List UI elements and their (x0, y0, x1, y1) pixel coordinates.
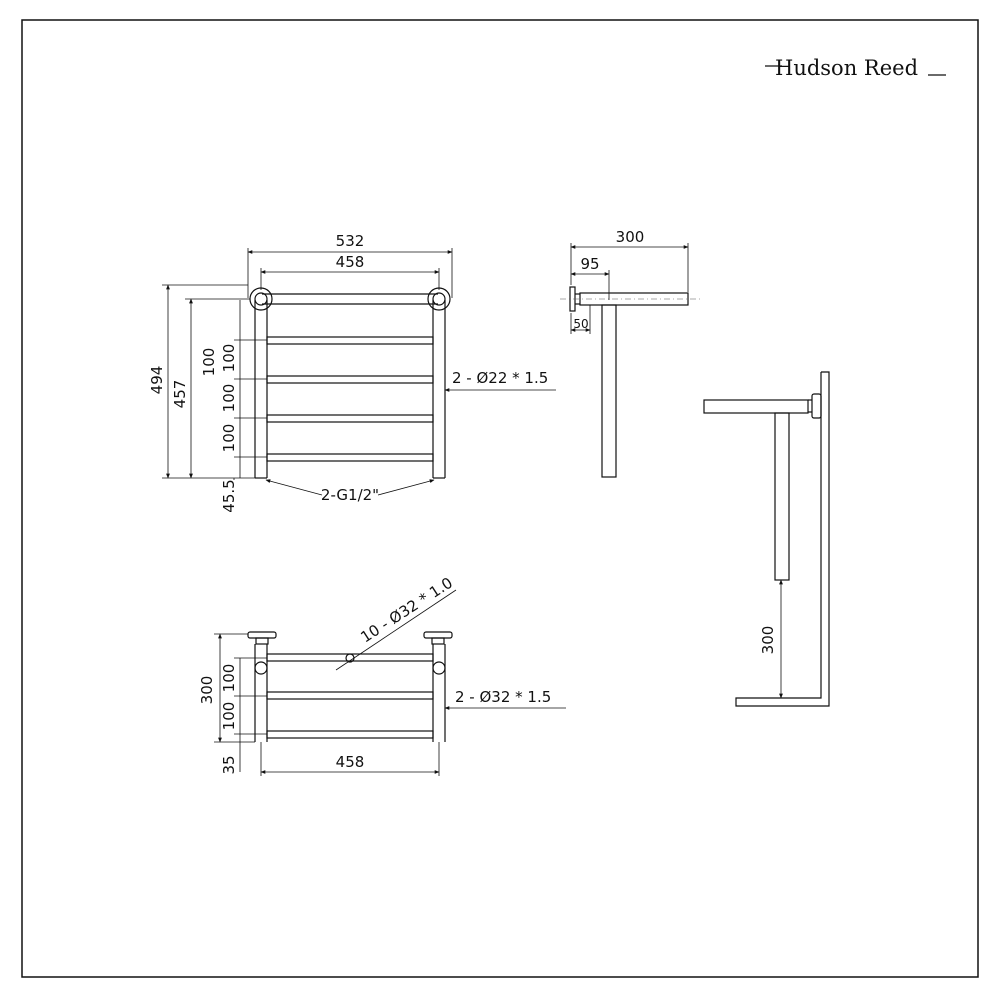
plan-rail-spec: 2 - Ø32 * 1.5 (455, 688, 551, 706)
front-overall-width: 532 (336, 232, 365, 250)
sheet-border (21, 19, 979, 978)
front-rail-spec: 2 - Ø22 * 1.5 (452, 369, 548, 387)
front-spacing-1: 100 (220, 344, 238, 373)
front-view: 532 458 494 457 100 100 100 100 45.5 (148, 232, 556, 513)
brand-logo: Hudson Reed (765, 56, 946, 80)
plan-spacing-1: 100 (220, 664, 238, 693)
plan-end-offset: 35 (220, 755, 238, 774)
side-total-depth: 300 (616, 228, 645, 246)
side-bracket-depth: 50 (573, 317, 588, 331)
plan-depth: 300 (198, 676, 216, 705)
front-spacing-4: 100 (200, 348, 218, 377)
brand-name: Hudson Reed (775, 56, 918, 80)
side-view: 300 95 50 (560, 228, 700, 478)
front-centres-height: 457 (171, 380, 189, 409)
front-spacing-2: 100 (220, 384, 238, 413)
front-overall-height: 494 (148, 366, 166, 395)
plan-width: 458 (336, 753, 365, 771)
side-bracket-offset: 95 (580, 255, 599, 273)
plan-spacing-2: 100 (220, 702, 238, 731)
plan-bar-spec: 10 - Ø32 * 1.0 (357, 574, 456, 647)
front-bottom-offset: 45.5 (220, 479, 238, 512)
plan-view: 300 100 100 35 458 10 - Ø32 * 1.0 2 - Ø3… (198, 574, 566, 776)
installed-floor-clearance: 300 (759, 626, 777, 655)
front-spacing-3: 100 (220, 424, 238, 453)
front-centres-width: 458 (336, 253, 365, 271)
front-inlet-spec: 2-G1/2" (321, 486, 379, 504)
installed-view: 300 (703, 371, 830, 707)
